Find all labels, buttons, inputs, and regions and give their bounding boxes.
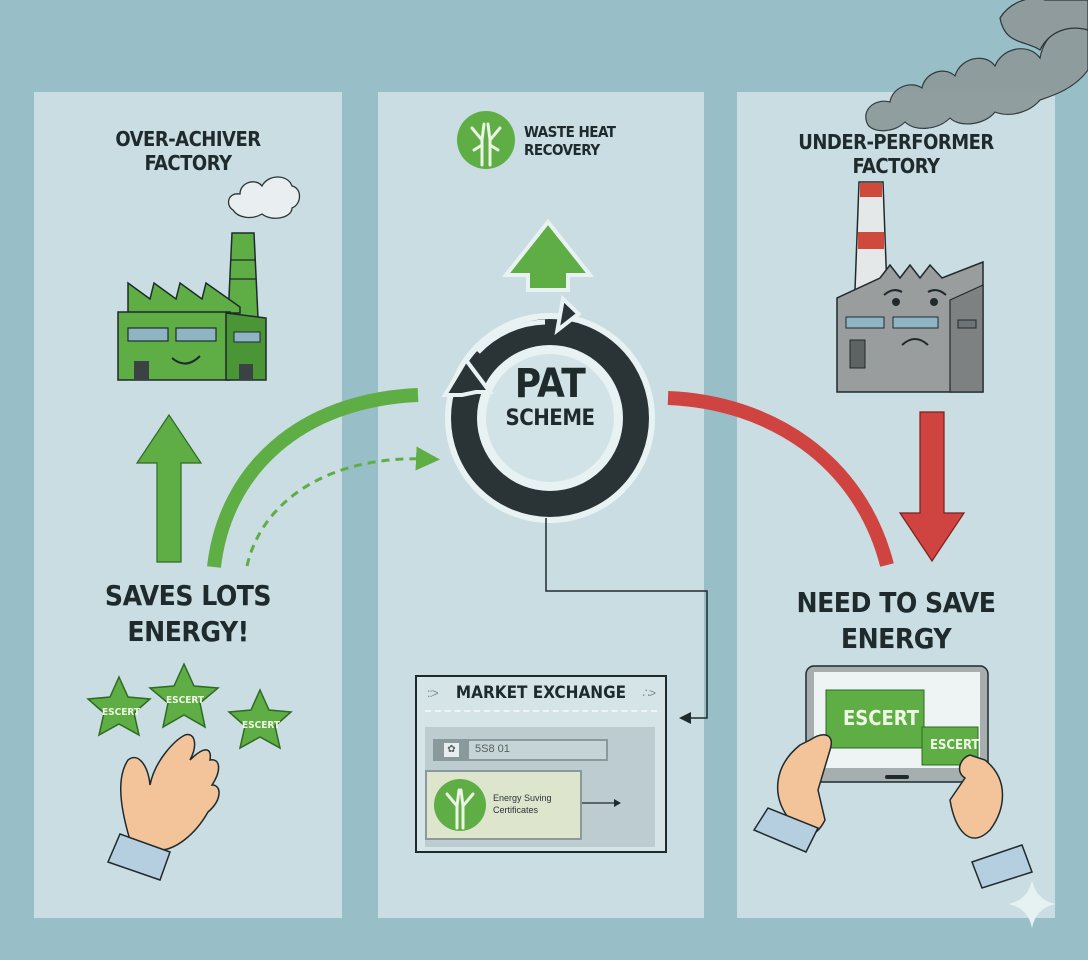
tree-logo-icon [434, 779, 486, 831]
market-content: ✿ 5S8 01 Energy Suving Certificates [425, 727, 655, 847]
left-caption: SAVES LOTS ENERGY! [60, 578, 316, 650]
tree-badge-icon [457, 111, 515, 169]
smoke-cloud-icon [865, 0, 1088, 132]
cert-line2: Certificates [493, 805, 539, 815]
search-value: 5S8 01 [475, 743, 510, 755]
green-curve-arrow [207, 388, 419, 568]
arrow-right-icon [582, 799, 621, 807]
gear-icon[interactable]: ✿ [435, 741, 469, 759]
up-arrow-icon [135, 413, 203, 563]
market-exchange-window[interactable]: ::> MARKET EXCHANGE ∴> ✿ 5S8 01 Energy S… [415, 675, 667, 853]
pat-scheme-label: PAT SCHEME [480, 362, 620, 432]
escert-star-label: ESCERT [166, 695, 204, 706]
up-arrow-center-icon [501, 218, 595, 292]
left-caption-line1: SAVES LOTS [104, 579, 272, 612]
pat-cycle-icon [441, 294, 655, 523]
divider [425, 710, 657, 712]
hands-icon [752, 734, 1033, 889]
waste-heat-label: WASTE HEAT RECOVERY [524, 123, 616, 159]
escert-stars [86, 662, 293, 750]
escert-card-label: ESCERT [843, 706, 919, 730]
right-title-line1: UNDER-PERFORMER [798, 130, 994, 154]
tablet-icon [805, 665, 989, 783]
market-exchange-title: MARKET EXCHANGE [455, 683, 627, 703]
red-curve-arrow [667, 391, 894, 567]
escert-star-label: ESCERT [102, 707, 140, 718]
gray-factory-icon [836, 181, 984, 393]
left-title-line2: FACTORY [144, 151, 233, 175]
waste-heat-line1: WASTE HEAT [524, 123, 616, 141]
left-title-line1: OVER-ACHIVER [115, 127, 261, 151]
right-caption-line2: ENERGY [840, 622, 952, 655]
sparkle-icon [1008, 880, 1056, 928]
nav-dots-icon: ::> [427, 686, 439, 700]
green-factory-icon [117, 176, 301, 381]
right-caption: NEED TO SAVE ENERGY [760, 585, 1032, 657]
hand-icon [106, 733, 220, 881]
pat-label: PAT [514, 361, 586, 407]
search-field[interactable]: ✿ 5S8 01 [433, 739, 608, 761]
right-title-line2: FACTORY [852, 154, 941, 178]
escert-star-label: ESCERT [242, 720, 280, 731]
green-dashed-arrow [245, 446, 440, 567]
right-title: UNDER-PERFORMER FACTORY [760, 130, 1032, 178]
share-icon: ∴> [642, 686, 656, 700]
left-caption-line2: ENERGY! [127, 615, 249, 648]
left-title: OVER-ACHIVER FACTORY [60, 127, 316, 175]
right-caption-line1: NEED TO SAVE [796, 586, 997, 619]
cert-line1: Energy Suving [493, 793, 552, 803]
connector-line [545, 518, 708, 724]
certificate-label: Energy Suving Certificates [493, 792, 552, 816]
scheme-label: SCHEME [505, 406, 595, 431]
escert-card-label: ESCERT [930, 738, 980, 753]
down-arrow-icon [898, 411, 966, 563]
certificate-card[interactable]: Energy Suving Certificates [425, 770, 582, 840]
waste-heat-line2: RECOVERY [524, 141, 600, 159]
